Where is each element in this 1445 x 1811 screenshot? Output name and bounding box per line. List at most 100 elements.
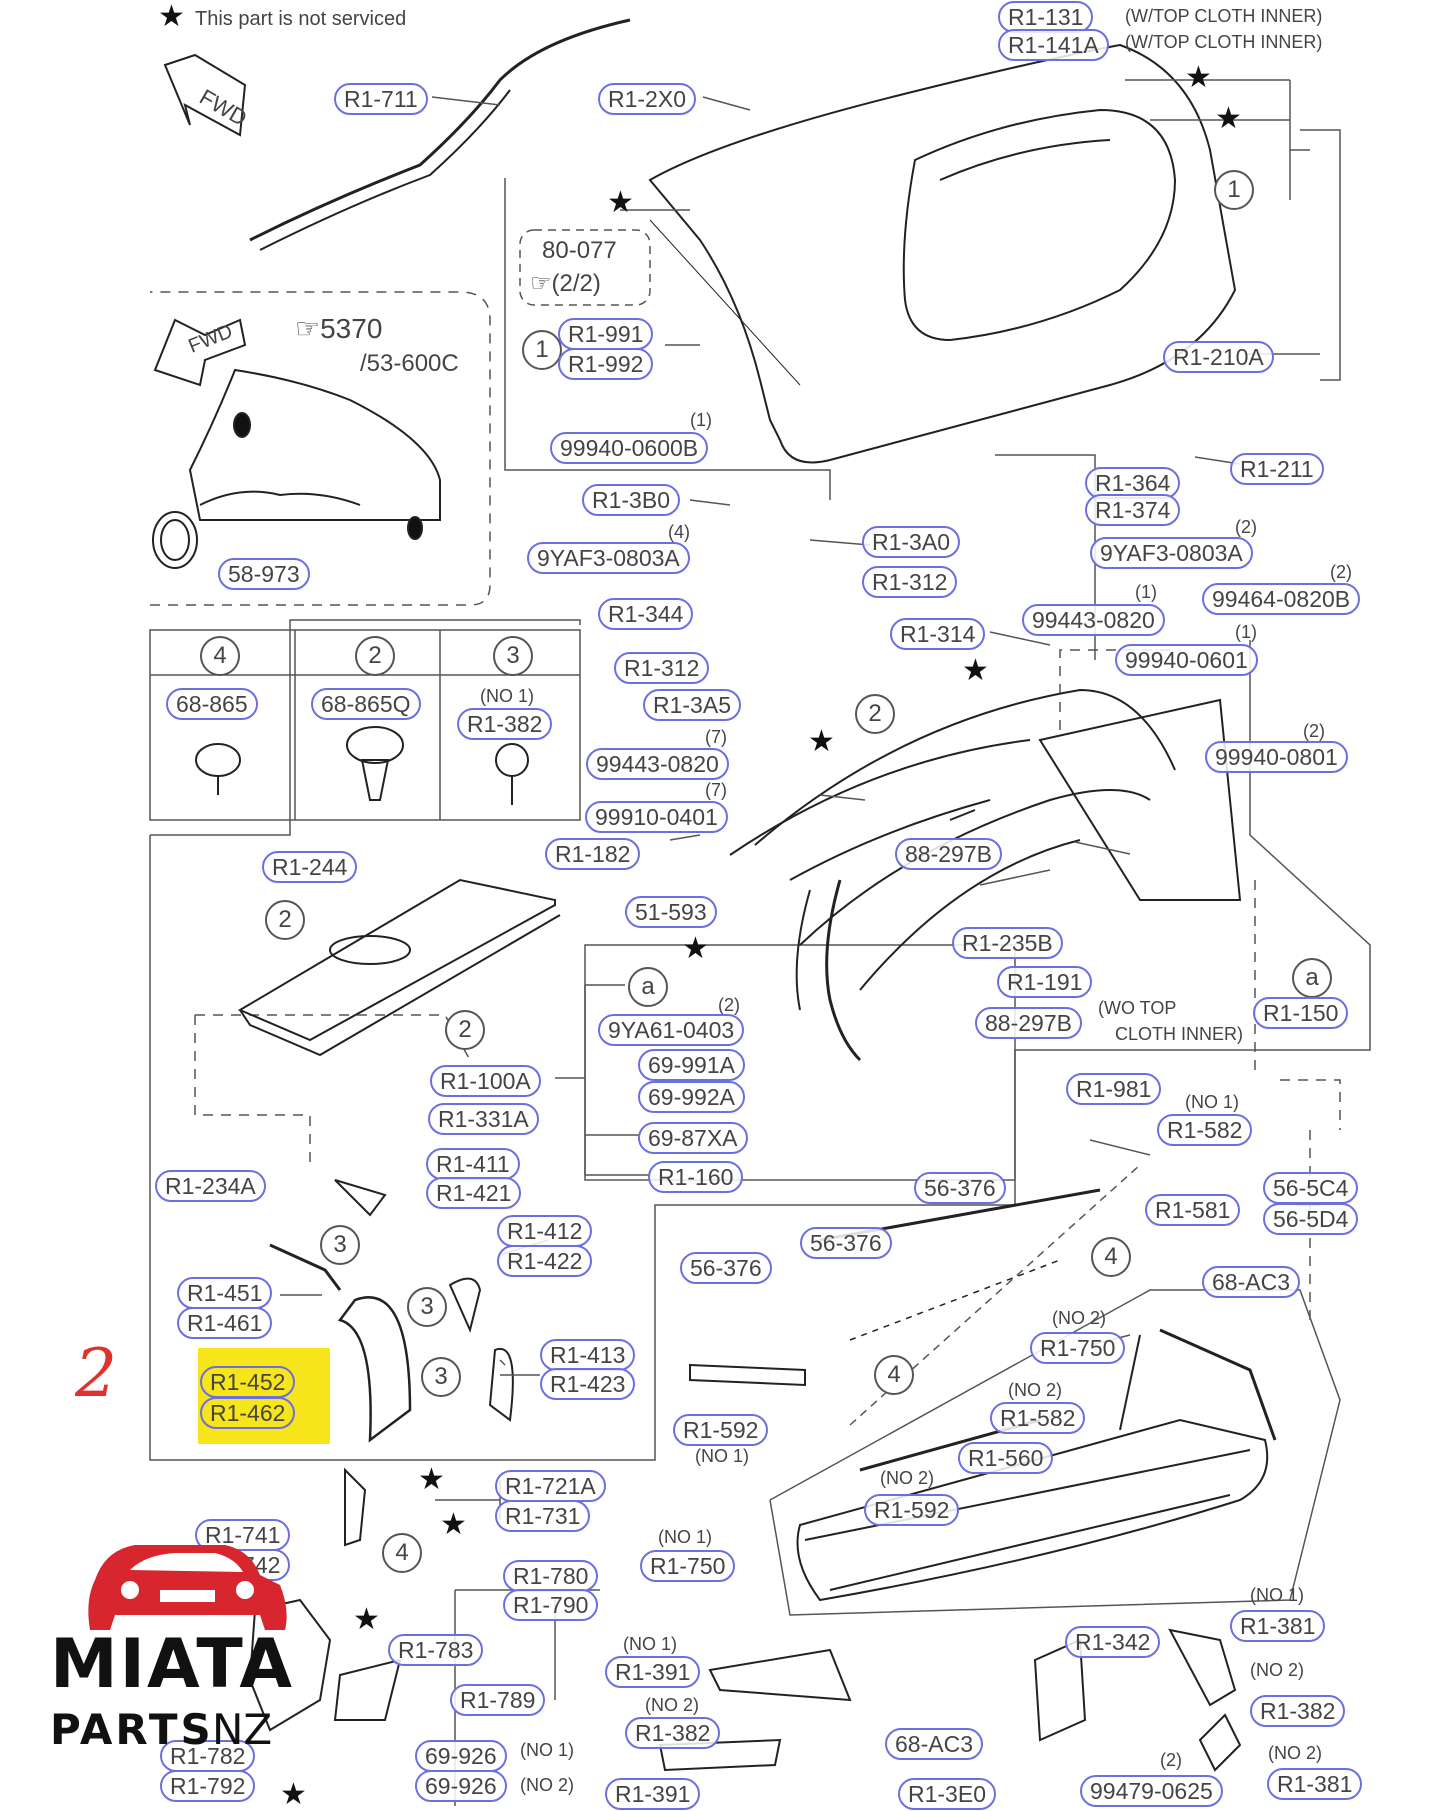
part-label-r1-783[interactable]: R1-783 [388,1634,484,1666]
part-label-r1-2x0[interactable]: R1-2X0 [598,83,696,115]
part-label-r1-411[interactable]: R1-411 [426,1148,520,1180]
note-text: (NO 2) [1008,1380,1062,1400]
part-label-r1-3a0[interactable]: R1-3A0 [862,526,960,558]
part-label-99940-0601[interactable]: 99940-0601 [1115,644,1258,676]
part-label-r1-382-c[interactable]: R1-382 [625,1717,721,1749]
part-label-68-ac3[interactable]: 68-AC3 [1202,1266,1300,1298]
part-label-68-865[interactable]: 68-865 [166,688,258,720]
part-label-r1-244[interactable]: R1-244 [262,851,358,883]
part-label-99910-0401[interactable]: 99910-0401 [585,801,728,833]
callout-circle: 4 [200,636,240,676]
part-label-56-376-c[interactable]: 56-376 [680,1252,772,1284]
part-label-r1-422[interactable]: R1-422 [497,1245,593,1277]
part-label-r1-462[interactable]: R1-462 [200,1397,296,1429]
part-label-r1-581[interactable]: R1-581 [1145,1194,1241,1226]
part-label-r1-331a[interactable]: R1-331A [428,1103,539,1135]
part-label-r1-412[interactable]: R1-412 [497,1215,593,1247]
callout-circle: 4 [1091,1237,1131,1277]
logo-line2: PARTS [50,1705,214,1754]
part-label-r1-451[interactable]: R1-451 [177,1277,273,1309]
part-label-88-297b-b[interactable]: 88-297B [975,1007,1082,1039]
part-label-r1-592-b[interactable]: R1-592 [864,1494,960,1526]
part-label-r1-234a[interactable]: R1-234A [155,1170,266,1202]
part-label-r1-131[interactable]: R1-131 [998,1,1094,33]
part-label-99479-0625[interactable]: 99479-0625 [1080,1775,1223,1807]
callout-circle: 4 [382,1533,422,1573]
part-label-69-991a[interactable]: 69-991A [638,1049,745,1081]
part-label-56-5c4[interactable]: 56-5C4 [1263,1172,1359,1204]
part-label-r1-312-b[interactable]: R1-312 [614,652,710,684]
part-label-r1-413[interactable]: R1-413 [540,1339,636,1371]
part-label-r1-721a[interactable]: R1-721A [495,1470,606,1502]
legend-star-icon: ★ [158,0,185,33]
part-label-99443-0820[interactable]: 99443-0820 [1022,604,1165,636]
part-label-56-5d4[interactable]: 56-5D4 [1263,1203,1359,1235]
part-label-58-973[interactable]: 58-973 [218,558,310,590]
part-label-r1-731[interactable]: R1-731 [495,1500,591,1532]
part-label-r1-3b0[interactable]: R1-3B0 [582,484,680,516]
part-label-r1-314[interactable]: R1-314 [890,618,986,650]
part-label-r1-780[interactable]: R1-780 [503,1560,599,1592]
part-label-68-865q[interactable]: 68-865Q [311,688,421,720]
part-label-r1-992[interactable]: R1-992 [558,348,654,380]
part-label-r1-391[interactable]: R1-391 [605,1656,701,1688]
part-label-r1-3a5[interactable]: R1-3A5 [643,689,741,721]
part-label-r1-382[interactable]: R1-382 [457,708,553,740]
part-label-9yaf3-0803a-r[interactable]: 9YAF3-0803A [1090,537,1253,569]
part-label-99940-0801[interactable]: 99940-0801 [1205,741,1348,773]
part-label-r1-782[interactable]: R1-782 [160,1740,256,1772]
part-label-r1-382-b[interactable]: R1-382 [1250,1695,1346,1727]
part-label-r1-191[interactable]: R1-191 [997,966,1093,998]
part-label-69-992a[interactable]: 69-992A [638,1081,745,1113]
qty-text: (7) [705,780,727,800]
part-label-r1-421[interactable]: R1-421 [426,1177,522,1209]
part-label-r1-391-b[interactable]: R1-391 [605,1778,701,1810]
part-label-99464-0820b[interactable]: 99464-0820B [1202,583,1361,615]
part-label-r1-582[interactable]: R1-582 [1157,1114,1253,1146]
part-label-r1-312[interactable]: R1-312 [862,566,958,598]
part-label-r1-790[interactable]: R1-790 [503,1589,599,1621]
part-label-r1-750[interactable]: R1-750 [1030,1332,1126,1364]
part-label-r1-100a[interactable]: R1-100A [430,1065,541,1097]
part-label-r1-981[interactable]: R1-981 [1066,1073,1162,1105]
part-label-r1-381[interactable]: R1-381 [1230,1610,1326,1642]
part-label-r1-182[interactable]: R1-182 [545,838,641,870]
part-label-r1-560[interactable]: R1-560 [958,1442,1054,1474]
part-label-r1-592[interactable]: R1-592 [673,1414,769,1446]
part-label-r1-211[interactable]: R1-211 [1230,453,1324,485]
part-label-68-ac3-b[interactable]: 68-AC3 [885,1728,983,1760]
part-label-r1-423[interactable]: R1-423 [540,1368,636,1400]
part-label-r1-344[interactable]: R1-344 [598,598,694,630]
part-label-r1-364[interactable]: R1-364 [1085,467,1181,499]
part-label-r1-582-b[interactable]: R1-582 [990,1402,1086,1434]
callout-circle: 2 [265,900,305,940]
part-label-r1-750-b[interactable]: R1-750 [640,1550,736,1582]
part-label-r1-792[interactable]: R1-792 [160,1770,256,1802]
part-label-r1-374[interactable]: R1-374 [1085,494,1181,526]
part-label-r1-452[interactable]: R1-452 [200,1366,296,1398]
qty-text: (2) [1330,562,1352,582]
part-label-r1-235b[interactable]: R1-235B [952,927,1063,959]
part-label-r1-461[interactable]: R1-461 [177,1307,273,1339]
part-label-99940-0600b[interactable]: 99940-0600B [550,432,709,464]
part-label-9ya61-0403[interactable]: 9YA61-0403 [598,1014,745,1046]
part-label-9yaf3-0803a[interactable]: 9YAF3-0803A [527,542,690,574]
part-label-r1-3e0[interactable]: R1-3E0 [898,1778,996,1810]
part-label-99443-0820-b[interactable]: 99443-0820 [586,748,729,780]
part-label-69-926[interactable]: 69-926 [415,1740,507,1772]
part-label-r1-150[interactable]: R1-150 [1253,997,1349,1029]
part-label-69-926-b[interactable]: 69-926 [415,1770,507,1802]
part-label-56-376[interactable]: 56-376 [914,1172,1006,1204]
part-label-51-593[interactable]: 51-593 [625,896,717,928]
part-label-r1-141a[interactable]: R1-141A [998,29,1109,61]
part-label-69-87xa[interactable]: 69-87XA [638,1122,748,1154]
part-label-r1-711[interactable]: R1-711 [334,83,428,115]
part-label-r1-789[interactable]: R1-789 [450,1684,546,1716]
part-label-r1-381-b[interactable]: R1-381 [1267,1768,1363,1800]
part-label-r1-342[interactable]: R1-342 [1065,1626,1161,1658]
part-label-88-297b[interactable]: 88-297B [895,838,1002,870]
part-label-r1-210a[interactable]: R1-210A [1163,341,1274,373]
part-label-r1-160[interactable]: R1-160 [648,1161,744,1193]
part-label-56-376-b[interactable]: 56-376 [800,1227,892,1259]
part-label-r1-991[interactable]: R1-991 [558,318,654,350]
